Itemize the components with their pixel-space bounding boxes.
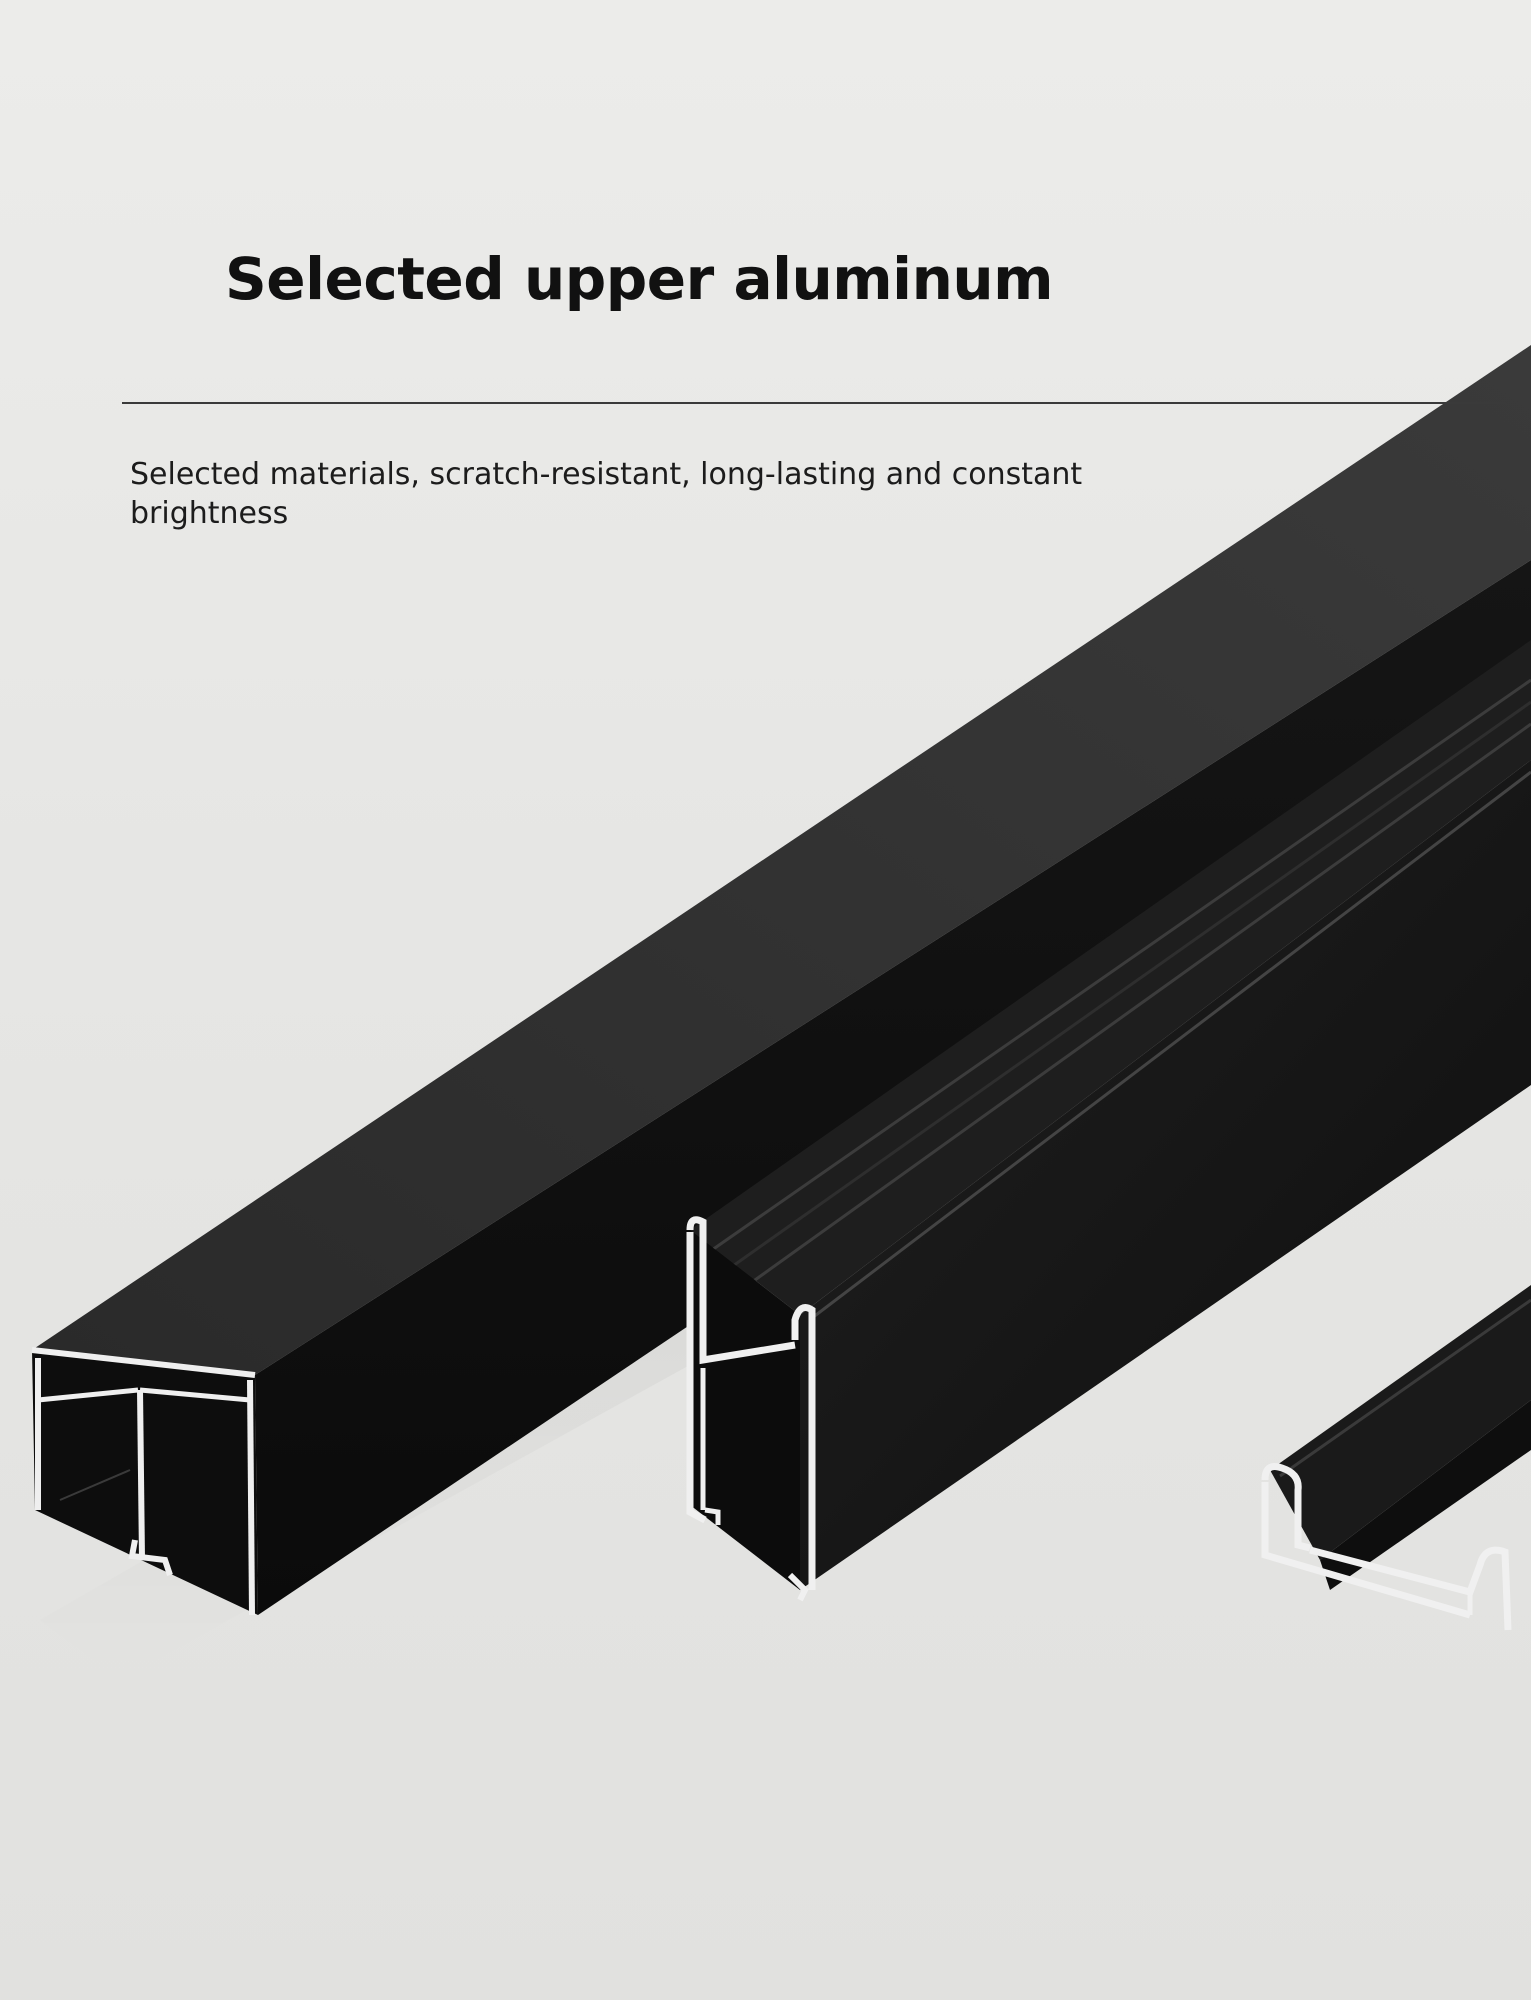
feature-description: Selected materials, scratch-resistant, l… (130, 457, 1083, 531)
title-divider (122, 402, 1506, 404)
page-title: Selected upper aluminum (225, 245, 1054, 313)
hanging-rail-profile-icon (686, 640, 1531, 1602)
upper-track-profile-icon (31, 345, 1531, 1616)
lower-guide-profile-icon (1261, 1285, 1531, 1631)
